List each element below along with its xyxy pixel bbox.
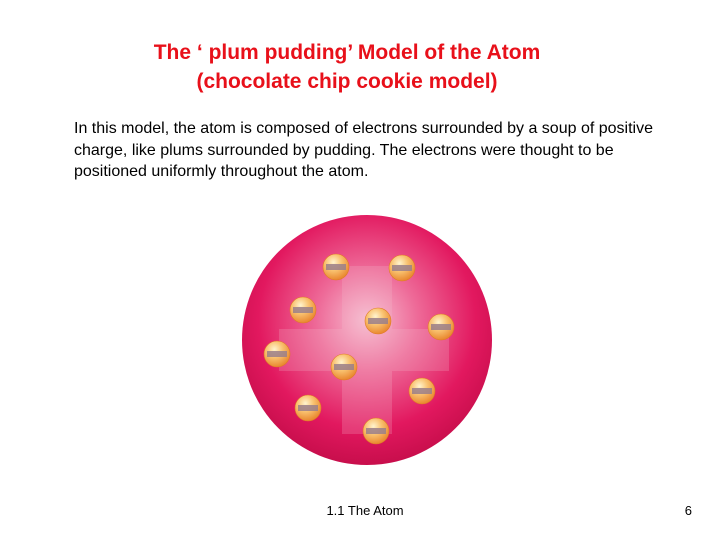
minus-sign-icon [267, 351, 287, 357]
electron [330, 353, 358, 381]
minus-sign-icon [392, 265, 412, 271]
minus-sign-icon [431, 324, 451, 330]
minus-sign-icon [366, 428, 386, 434]
minus-sign-icon [368, 318, 388, 324]
electron [427, 313, 455, 341]
page-number: 6 [684, 503, 692, 518]
title-line-2: (chocolate chip cookie model) [196, 70, 498, 93]
electron [322, 253, 350, 281]
electron [263, 340, 291, 368]
slide-title: The ‘ plum pudding’ Model of the Atom (c… [0, 38, 694, 96]
title-line-1: The ‘ plum pudding’ Model of the Atom [153, 41, 541, 64]
electron [289, 296, 317, 324]
plum-pudding-atom-diagram [242, 215, 492, 465]
body-paragraph: In this model, the atom is composed of e… [74, 120, 653, 180]
minus-sign-icon [298, 405, 318, 411]
minus-sign-icon [326, 264, 346, 270]
electrons-group [263, 253, 455, 445]
electron [362, 417, 390, 445]
minus-sign-icon [334, 364, 354, 370]
positive-charge-plus-icon [279, 266, 449, 434]
electron [388, 254, 416, 282]
electron [408, 377, 436, 405]
electron [364, 307, 392, 335]
minus-sign-icon [412, 388, 432, 394]
footer-label: 1.1 The Atom [326, 503, 404, 518]
minus-sign-icon [293, 307, 313, 313]
electron [294, 394, 322, 422]
